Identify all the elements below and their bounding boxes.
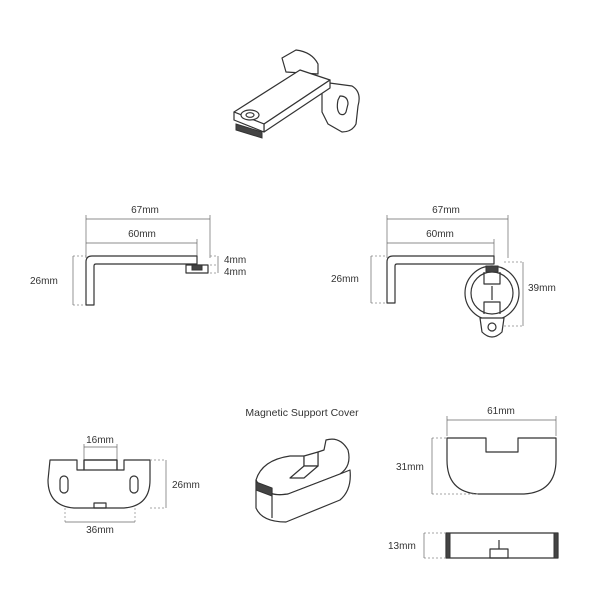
dim-width-outer: 67mm [131,205,159,216]
dim-cover-width: 61mm [487,406,515,417]
base-plate-outline [47,459,151,509]
magnetic-cover-view: Magnetic Support Cover [245,407,359,523]
cover-top-outline [446,437,557,495]
bracket-round-view: 67mm 60mm 26mm 39mm [331,205,556,338]
cover-top-view: 61mm 31mm [396,406,557,495]
caption-magnetic-cover: Magnetic Support Cover [245,407,359,419]
bracket-back-plate [281,49,319,75]
base-plate-view: 16mm 26mm 36mm [47,435,200,536]
bracket-screw-center [245,112,255,118]
cover-side-view: 13mm [388,532,559,559]
dim-pad-bottom: 4mm [224,267,246,278]
dim-cover-thickness: 13mm [388,541,416,552]
cover-side-right-edge [553,532,559,559]
bracket-end-plate [321,81,360,133]
dim-pad-top: 4mm [224,255,246,266]
base-plate-slot-left [59,475,69,494]
dim-notch-width: 16mm [86,435,114,446]
dim-width-outer: 67mm [432,205,460,216]
bracket-pad [235,123,263,139]
dim-round-height: 39mm [528,283,556,294]
bracket-isometric [233,49,360,139]
bracket-slot [336,95,349,116]
dim-width-inner: 60mm [426,229,454,240]
bracket-pad-core [191,264,203,271]
bracket-side-view: 67mm 60mm 26mm 4mm 4mm [30,205,246,306]
round-holder-lug-hole [487,322,497,332]
bracket-profile [85,255,198,306]
dim-cover-height: 31mm [396,462,424,473]
dim-width-inner: 60mm [128,229,156,240]
base-plate-tab [93,502,107,509]
bracket-screw-head [240,109,260,121]
dim-height: 26mm [30,276,58,287]
dim-height: 26mm [331,274,359,285]
cover-side-left-edge [445,532,451,559]
cover-side-outline [445,532,559,559]
base-plate-slot-right [129,475,139,494]
round-holder-lug [479,317,505,338]
dim-bottom-width: 36mm [86,525,114,536]
bracket-profile [386,255,495,304]
round-holder-pad [485,265,499,273]
dim-height: 26mm [172,480,200,491]
base-plate-notch [83,459,118,471]
